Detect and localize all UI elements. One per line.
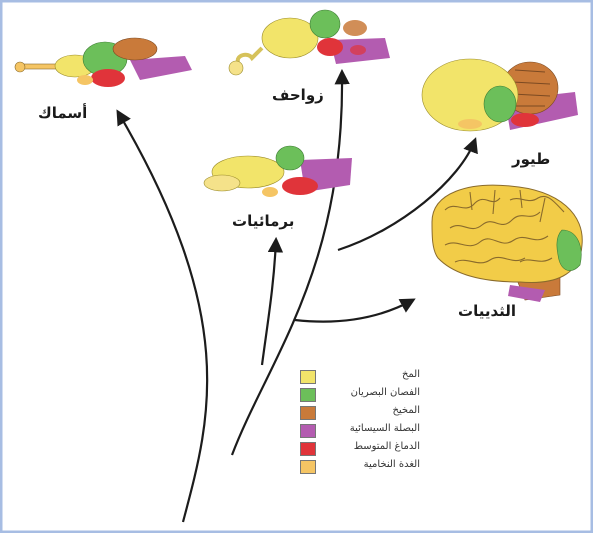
legend-label: الدماغ المتوسط bbox=[322, 441, 420, 452]
legend-swatch bbox=[300, 424, 316, 438]
reptile-brain bbox=[229, 10, 390, 75]
branch-to-fish bbox=[118, 112, 207, 522]
legend-label: البصلة السيسائية bbox=[322, 423, 420, 434]
legend-label: المخيخ bbox=[322, 405, 420, 416]
legend-swatch bbox=[300, 442, 316, 456]
legend-item: الدماغ المتوسط bbox=[300, 440, 420, 458]
color-legend: المخ الفصان البصريان المخيخ البصلة السيسائي… bbox=[300, 368, 420, 476]
evolution-tree bbox=[118, 72, 475, 522]
legend-item: المخ bbox=[300, 368, 420, 386]
legend-item: المخيخ bbox=[300, 404, 420, 422]
legend-label: المخ bbox=[322, 369, 420, 380]
amphibian-brain bbox=[204, 146, 352, 197]
legend-swatch bbox=[300, 406, 316, 420]
bird-brain bbox=[422, 59, 578, 131]
branch-to-mammals bbox=[295, 300, 413, 322]
label-mammals: الثدييات bbox=[458, 302, 516, 320]
branch-to-amphibians bbox=[262, 240, 276, 365]
legend-item: الغدة النخامية bbox=[300, 458, 420, 476]
mammal-brain bbox=[432, 185, 582, 302]
legend-label: الفصان البصريان bbox=[322, 387, 420, 398]
legend-swatch bbox=[300, 388, 316, 402]
label-reptiles: زواحف bbox=[272, 86, 324, 104]
fish-brain bbox=[15, 38, 192, 87]
legend-swatch bbox=[300, 370, 316, 384]
legend-swatch bbox=[300, 460, 316, 474]
label-amphibians: برمائيات bbox=[232, 212, 294, 230]
legend-label: الغدة النخامية bbox=[322, 459, 420, 470]
label-fish: أسماك bbox=[38, 104, 87, 122]
legend-item: البصلة السيسائية bbox=[300, 422, 420, 440]
legend-item: الفصان البصريان bbox=[300, 386, 420, 404]
label-birds: طيور bbox=[512, 150, 550, 168]
